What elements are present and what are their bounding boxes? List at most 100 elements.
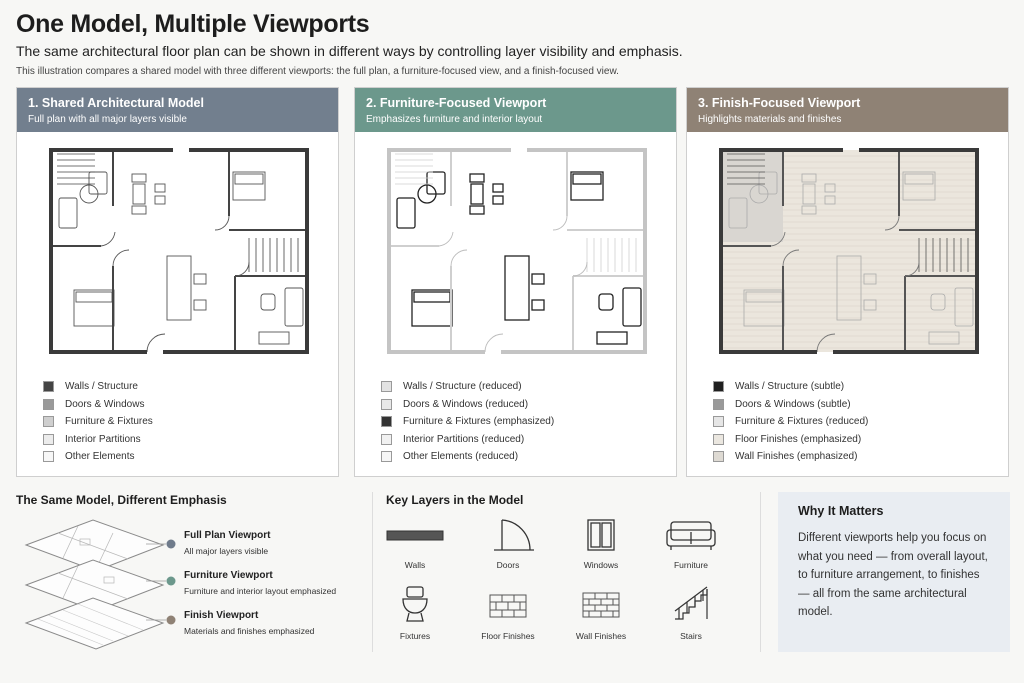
legend-item: Furniture & Fixtures (reduced) bbox=[713, 413, 868, 431]
chair bbox=[801, 173, 817, 183]
stool bbox=[863, 299, 877, 311]
door-swing bbox=[816, 333, 836, 353]
bed bbox=[902, 171, 936, 201]
legend-label: Interior Partitions (reduced) bbox=[403, 433, 525, 445]
furniture-layer bbox=[58, 171, 304, 345]
emphasis-title: The Same Model, Different Emphasis bbox=[16, 493, 227, 507]
legend-swatch bbox=[43, 416, 54, 428]
legend-label: Other Elements (reduced) bbox=[403, 451, 519, 463]
bed bbox=[73, 289, 115, 327]
pillow bbox=[413, 291, 451, 303]
key-layer-fixtures: Fixtures bbox=[375, 585, 455, 641]
legend-item: Other Elements bbox=[43, 448, 153, 466]
legend-label: Wall Finishes (emphasized) bbox=[735, 451, 858, 463]
key-layer-furniture: Furniture bbox=[651, 518, 731, 570]
chair bbox=[154, 183, 166, 193]
bathtub bbox=[728, 197, 748, 229]
key-layer-wall-finishes: Wall Finishes bbox=[561, 585, 641, 641]
exterior-wall bbox=[719, 148, 817, 354]
legend-swatch bbox=[381, 416, 392, 428]
legend-swatch bbox=[381, 381, 392, 393]
viewport-sub-full: All major layers visible bbox=[184, 546, 269, 556]
vanity bbox=[928, 331, 960, 345]
legend-swatch bbox=[381, 398, 392, 410]
legend-label: Walls / Structure bbox=[65, 381, 138, 393]
stool bbox=[193, 299, 207, 311]
key-layer-label: Walls bbox=[404, 560, 426, 570]
tile-finish-fill bbox=[721, 150, 783, 242]
door-swing bbox=[782, 249, 800, 267]
round-table bbox=[79, 184, 99, 204]
stairs bbox=[395, 153, 637, 272]
legend-label: Other Elements bbox=[65, 451, 135, 463]
door-swing bbox=[884, 215, 900, 231]
legend-item: Wall Finishes (emphasized) bbox=[713, 448, 868, 466]
key-layer-label: Wall Finishes bbox=[575, 631, 627, 641]
pillow bbox=[75, 291, 113, 303]
floor-tile-icon bbox=[489, 594, 527, 618]
key-layer-stairs: Stairs bbox=[651, 585, 731, 641]
key-layer-label: Floor Finishes bbox=[481, 631, 535, 641]
chair bbox=[131, 173, 147, 183]
key-layer-label: Doors bbox=[496, 560, 520, 570]
legend-label: Interior Partitions bbox=[65, 433, 141, 445]
panel-header: 1. Shared Architectural Model Full plan … bbox=[17, 88, 338, 132]
legend-swatch bbox=[713, 416, 724, 428]
round-table bbox=[417, 184, 437, 204]
legend-item: Walls / Structure (subtle) bbox=[713, 378, 868, 396]
stacked-layers-diagram bbox=[24, 519, 176, 650]
layer-plate-furniture bbox=[24, 559, 165, 612]
legend-item: Furniture & Fixtures bbox=[43, 413, 153, 431]
floor-plan-full bbox=[49, 148, 309, 354]
viewport-sub-finish: Materials and finishes emphasized bbox=[184, 626, 315, 636]
stool bbox=[193, 273, 207, 285]
panel-finish-viewport: 3. Finish-Focused Viewport Highlights ma… bbox=[686, 87, 1009, 477]
furniture-layer bbox=[728, 171, 974, 345]
bed bbox=[411, 289, 453, 327]
partition-layer bbox=[51, 150, 307, 352]
legend-label: Doors & Windows (reduced) bbox=[403, 398, 529, 410]
door-swing bbox=[552, 215, 568, 231]
legend-swatch bbox=[43, 381, 54, 393]
section-divider bbox=[372, 492, 373, 652]
key-layer-label: Fixtures bbox=[399, 631, 431, 641]
legend: Walls / Structure Doors & Windows Furnit… bbox=[43, 378, 153, 466]
key-layer-label: Furniture bbox=[673, 560, 708, 570]
pillow bbox=[234, 173, 264, 185]
exterior-wall bbox=[387, 148, 485, 354]
legend-label: Floor Finishes (emphasized) bbox=[735, 433, 862, 445]
door-icon bbox=[494, 519, 534, 551]
legend: Walls / Structure (reduced) Doors & Wind… bbox=[381, 378, 554, 466]
dining-table bbox=[470, 183, 484, 205]
wall-layer bbox=[387, 148, 647, 354]
page-subtitle: The same architectural floor plan can be… bbox=[16, 43, 683, 59]
layer-plate-full bbox=[24, 519, 165, 572]
sofa-icon bbox=[666, 521, 716, 550]
legend-label: Walls / Structure (subtle) bbox=[735, 381, 845, 393]
door-layer bbox=[770, 215, 920, 353]
viewport-label-full: Full Plan Viewport bbox=[184, 530, 271, 541]
panel-subtitle: Emphasizes furniture and interior layout bbox=[366, 114, 543, 125]
bathtub bbox=[284, 287, 304, 327]
furniture-layer bbox=[396, 171, 642, 345]
key-layer-label: Stairs bbox=[680, 631, 702, 641]
finish-marker-dot bbox=[166, 615, 176, 625]
chair bbox=[824, 195, 836, 205]
exterior-wall bbox=[49, 148, 147, 354]
chair bbox=[469, 205, 485, 215]
door-swing bbox=[100, 231, 116, 247]
panel-header: 2. Furniture-Focused Viewport Emphasizes… bbox=[355, 88, 676, 132]
toilet bbox=[930, 293, 946, 311]
legend-item: Walls / Structure bbox=[43, 378, 153, 396]
door-swing bbox=[234, 261, 250, 277]
legend-item: Furniture & Fixtures (emphasized) bbox=[381, 413, 554, 431]
legend: Walls / Structure (subtle) Doors & Windo… bbox=[713, 378, 868, 466]
partition-layer bbox=[389, 150, 645, 352]
exterior-wall bbox=[833, 148, 979, 354]
exterior-wall bbox=[163, 148, 309, 354]
floor-plan-finish bbox=[719, 148, 979, 354]
chair bbox=[824, 183, 836, 193]
page-title: One Model, Multiple Viewports bbox=[16, 10, 370, 38]
legend-item: Doors & Windows bbox=[43, 396, 153, 414]
round-table bbox=[749, 184, 769, 204]
